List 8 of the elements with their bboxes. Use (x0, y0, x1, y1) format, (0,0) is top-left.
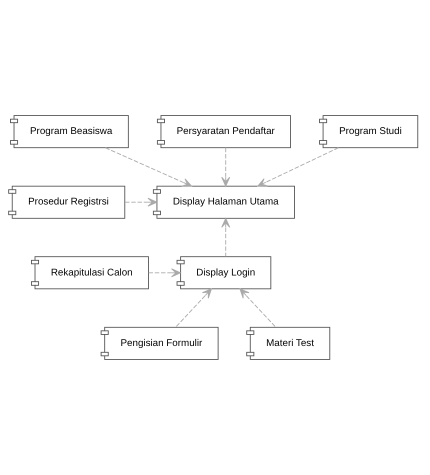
arrow (221, 147, 230, 187)
arrow (240, 288, 276, 328)
arrow (221, 218, 230, 258)
arrow (175, 288, 212, 328)
arrow (257, 147, 339, 187)
arrow (148, 268, 181, 278)
arrow (124, 198, 158, 207)
arrow (105, 147, 192, 187)
